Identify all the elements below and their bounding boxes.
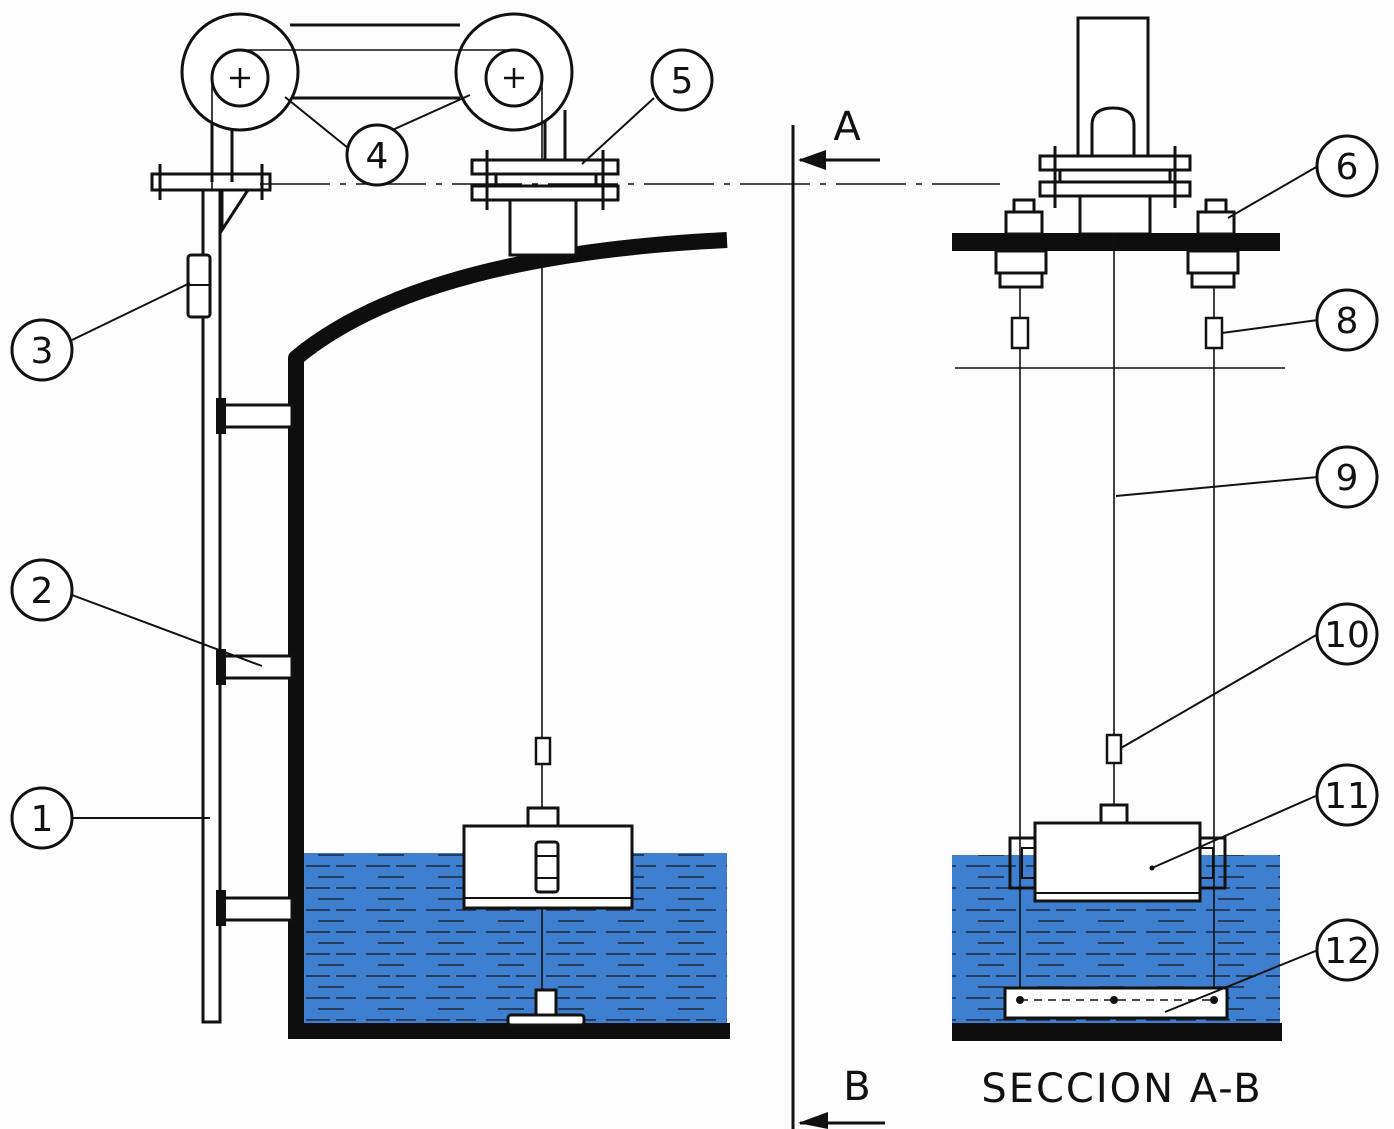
cable-guide-left [534,736,552,766]
bottom-weight [1003,986,1229,1020]
leader-lines [71,94,1319,1013]
callout-12: 12 [1315,918,1379,982]
svg-text:11: 11 [1324,776,1370,817]
bottom-anchor-left [506,988,586,1027]
top-plate [952,233,1280,251]
brackets [216,398,294,926]
float-right [1008,803,1227,903]
section-label-b: B [843,1064,872,1110]
callout-10: 10 [1315,602,1379,666]
tank-wall-left [288,232,728,1030]
callout-2: 2 [10,558,74,622]
bolts [994,198,1240,289]
svg-text:1: 1 [31,799,54,840]
float-left [462,806,634,990]
svg-text:8: 8 [1336,301,1359,342]
callout-9: 9 [1315,445,1379,509]
callout-8: 8 [1315,288,1379,352]
callouts: 1 2 3 4 5 6 8 9 [10,48,1379,982]
svg-text:2: 2 [31,571,54,612]
callout-1: 1 [10,786,74,850]
callout-4: 4 [345,123,409,187]
section-label-a: A [833,104,862,150]
section-title: SECCION A-B [981,1066,1262,1112]
callout-3: 3 [10,318,74,382]
svg-text:3: 3 [31,331,54,372]
tank-bottom-left [288,1023,730,1039]
svg-text:9: 9 [1336,458,1359,499]
callout-5: 5 [650,48,714,112]
svg-text:4: 4 [366,136,389,177]
svg-text:5: 5 [671,61,694,102]
section-view [952,16,1285,1041]
callout-6: 6 [1315,134,1379,198]
svg-text:6: 6 [1336,147,1359,188]
flange-left [470,150,620,257]
callout-11: 11 [1315,763,1379,827]
section-line [791,125,885,1129]
left-view [150,12,1000,1039]
svg-text:10: 10 [1324,615,1370,656]
pulleys [180,12,574,808]
svg-text:12: 12 [1324,931,1370,972]
